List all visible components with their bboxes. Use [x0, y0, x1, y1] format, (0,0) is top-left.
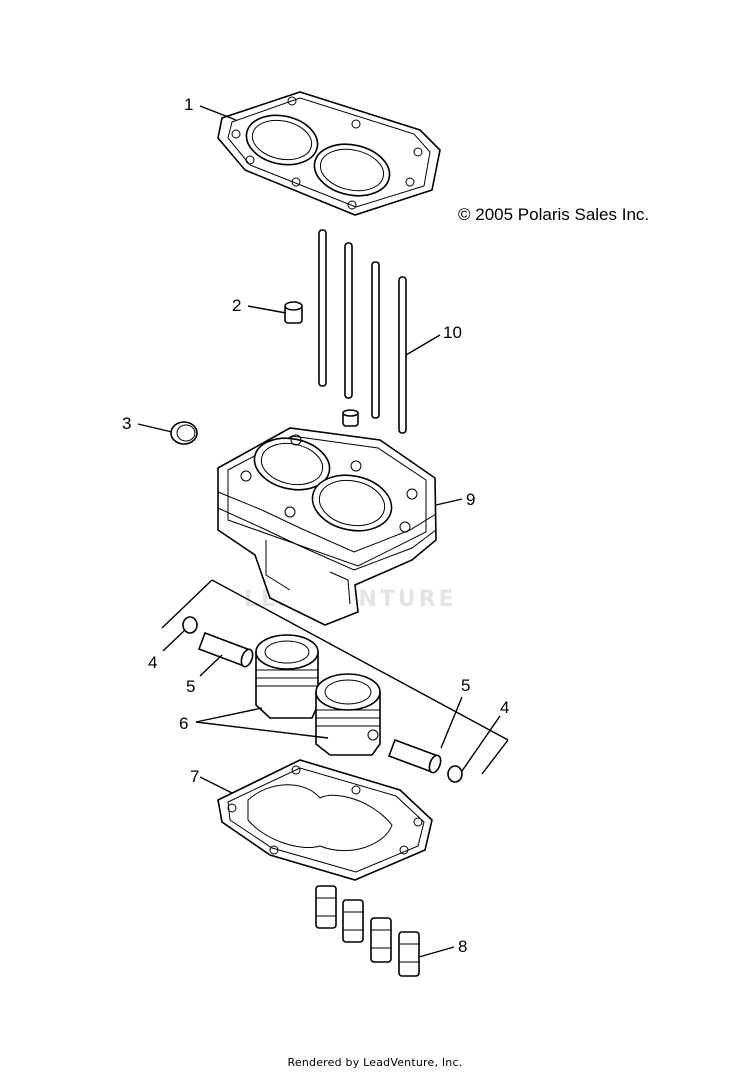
callout-7[interactable]: 7	[190, 767, 199, 786]
callout-5-left[interactable]: 5	[186, 677, 195, 696]
callout-2[interactable]: 2	[232, 296, 241, 315]
piston-assembly-bracket	[161, 579, 509, 775]
head-gasket-part-1[interactable]	[217, 91, 441, 216]
base-gasket-part-7[interactable]	[217, 759, 433, 881]
callout-6[interactable]: 6	[179, 714, 188, 733]
piston-part-6[interactable]	[255, 634, 381, 756]
callout-1[interactable]: 1	[184, 95, 193, 114]
callout-4-right[interactable]: 4	[500, 698, 509, 717]
copyright-notice: © 2005 Polaris Sales Inc.	[458, 205, 650, 224]
cylinder-block-part-9[interactable]	[217, 427, 437, 626]
wrist-pin-part-5[interactable]	[197, 631, 443, 774]
callout-8[interactable]: 8	[458, 937, 467, 956]
spacer-part-8[interactable]	[315, 885, 420, 977]
plug-part-3[interactable]	[170, 421, 198, 445]
callout-5-right[interactable]: 5	[461, 676, 470, 695]
dowel-pin-part-2[interactable]	[284, 301, 359, 427]
leader-lines	[137, 105, 501, 958]
cylinder-studs-part-10[interactable]	[318, 229, 407, 434]
circlip-part-4[interactable]	[182, 616, 463, 783]
callout-labels: 1 2 3 10 9 4 5 6 5 4 7 8	[122, 95, 509, 956]
callout-10[interactable]: 10	[443, 323, 462, 342]
callout-3[interactable]: 3	[122, 414, 131, 433]
callout-9[interactable]: 9	[466, 490, 475, 509]
footer-credit: Rendered by LeadVenture, Inc.	[287, 1056, 463, 1069]
callout-4-left[interactable]: 4	[148, 653, 157, 672]
